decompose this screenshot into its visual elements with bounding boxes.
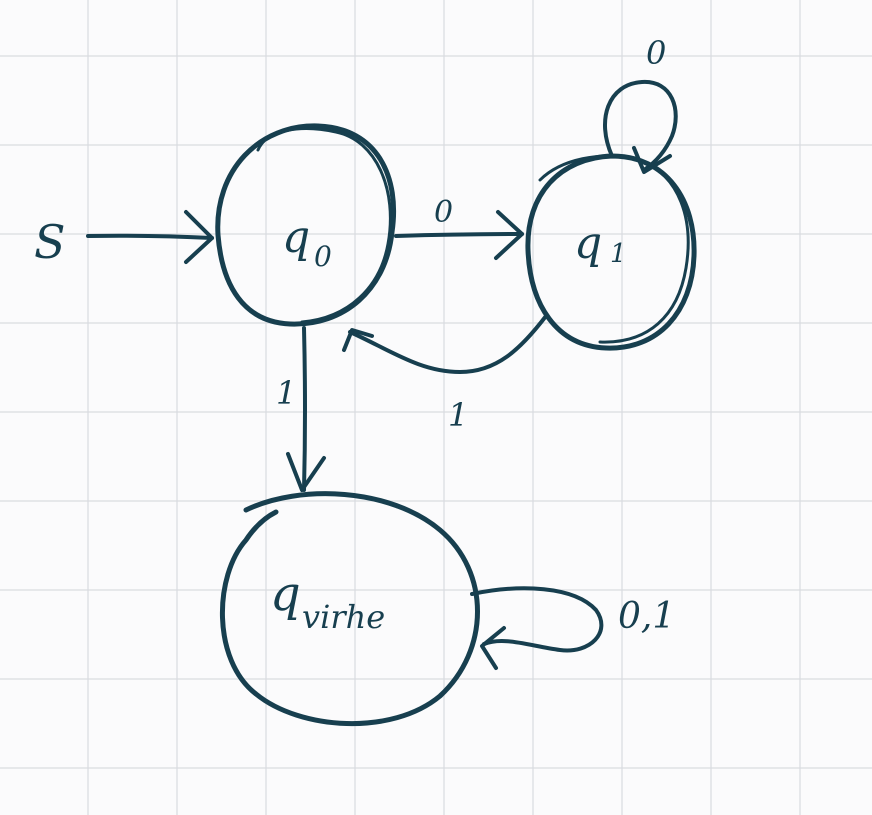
transition-q1-q0: 1 <box>342 314 548 434</box>
start-arrow-line <box>86 233 214 240</box>
transition-q0-q1-arrowhead <box>494 210 524 260</box>
transition-q0-qvirhe-arrowhead <box>286 452 326 492</box>
transition-qvirhe-self-label: 0,1 <box>618 596 675 637</box>
transition-q1-q0-label: 1 <box>448 396 468 434</box>
transition-q1-self-arrowhead <box>632 146 672 174</box>
state-q0-inner-circle <box>256 127 392 324</box>
state-q0: q 0 <box>215 123 397 327</box>
start-transition: S <box>34 210 214 269</box>
state-qvirhe: q virhe <box>220 491 480 727</box>
start-label: S <box>34 215 66 269</box>
transition-qvirhe-self-arrowhead <box>480 626 506 670</box>
transition-q0-q1-label: 0 <box>434 195 453 230</box>
transition-q0-qvirhe: 1 <box>276 326 326 492</box>
state-q1-label-sub: 1 <box>610 239 627 269</box>
state-q1: q 1 <box>525 153 697 351</box>
transition-q1-self-label: 0 <box>646 34 666 72</box>
transition-q1-q0-line <box>348 314 548 374</box>
transition-q0-q1-line <box>394 232 524 238</box>
state-q0-label-sub: 0 <box>314 240 332 273</box>
transition-qvirhe-self-loop <box>470 586 604 653</box>
start-arrowhead <box>184 210 214 264</box>
transition-q0-q1: 0 <box>394 195 524 260</box>
transition-q1-self-loop <box>603 79 678 172</box>
state-q0-label-base: q <box>282 212 310 263</box>
transition-q1-q0-arrowhead <box>342 328 374 352</box>
transition-q0-qvirhe-line <box>302 326 307 492</box>
state-q1-outer-circle <box>525 153 697 351</box>
state-q1-inner-circle <box>538 154 690 344</box>
transition-q0-qvirhe-label: 1 <box>276 374 296 412</box>
transition-qvirhe-self: 0,1 <box>470 586 675 670</box>
state-qvirhe-label-base: q <box>270 566 301 622</box>
state-q1-label-base: q <box>574 218 602 269</box>
transition-q1-self: 0 <box>603 34 678 174</box>
state-qvirhe-circle <box>220 491 480 727</box>
state-qvirhe-label-sub: virhe <box>302 598 385 636</box>
